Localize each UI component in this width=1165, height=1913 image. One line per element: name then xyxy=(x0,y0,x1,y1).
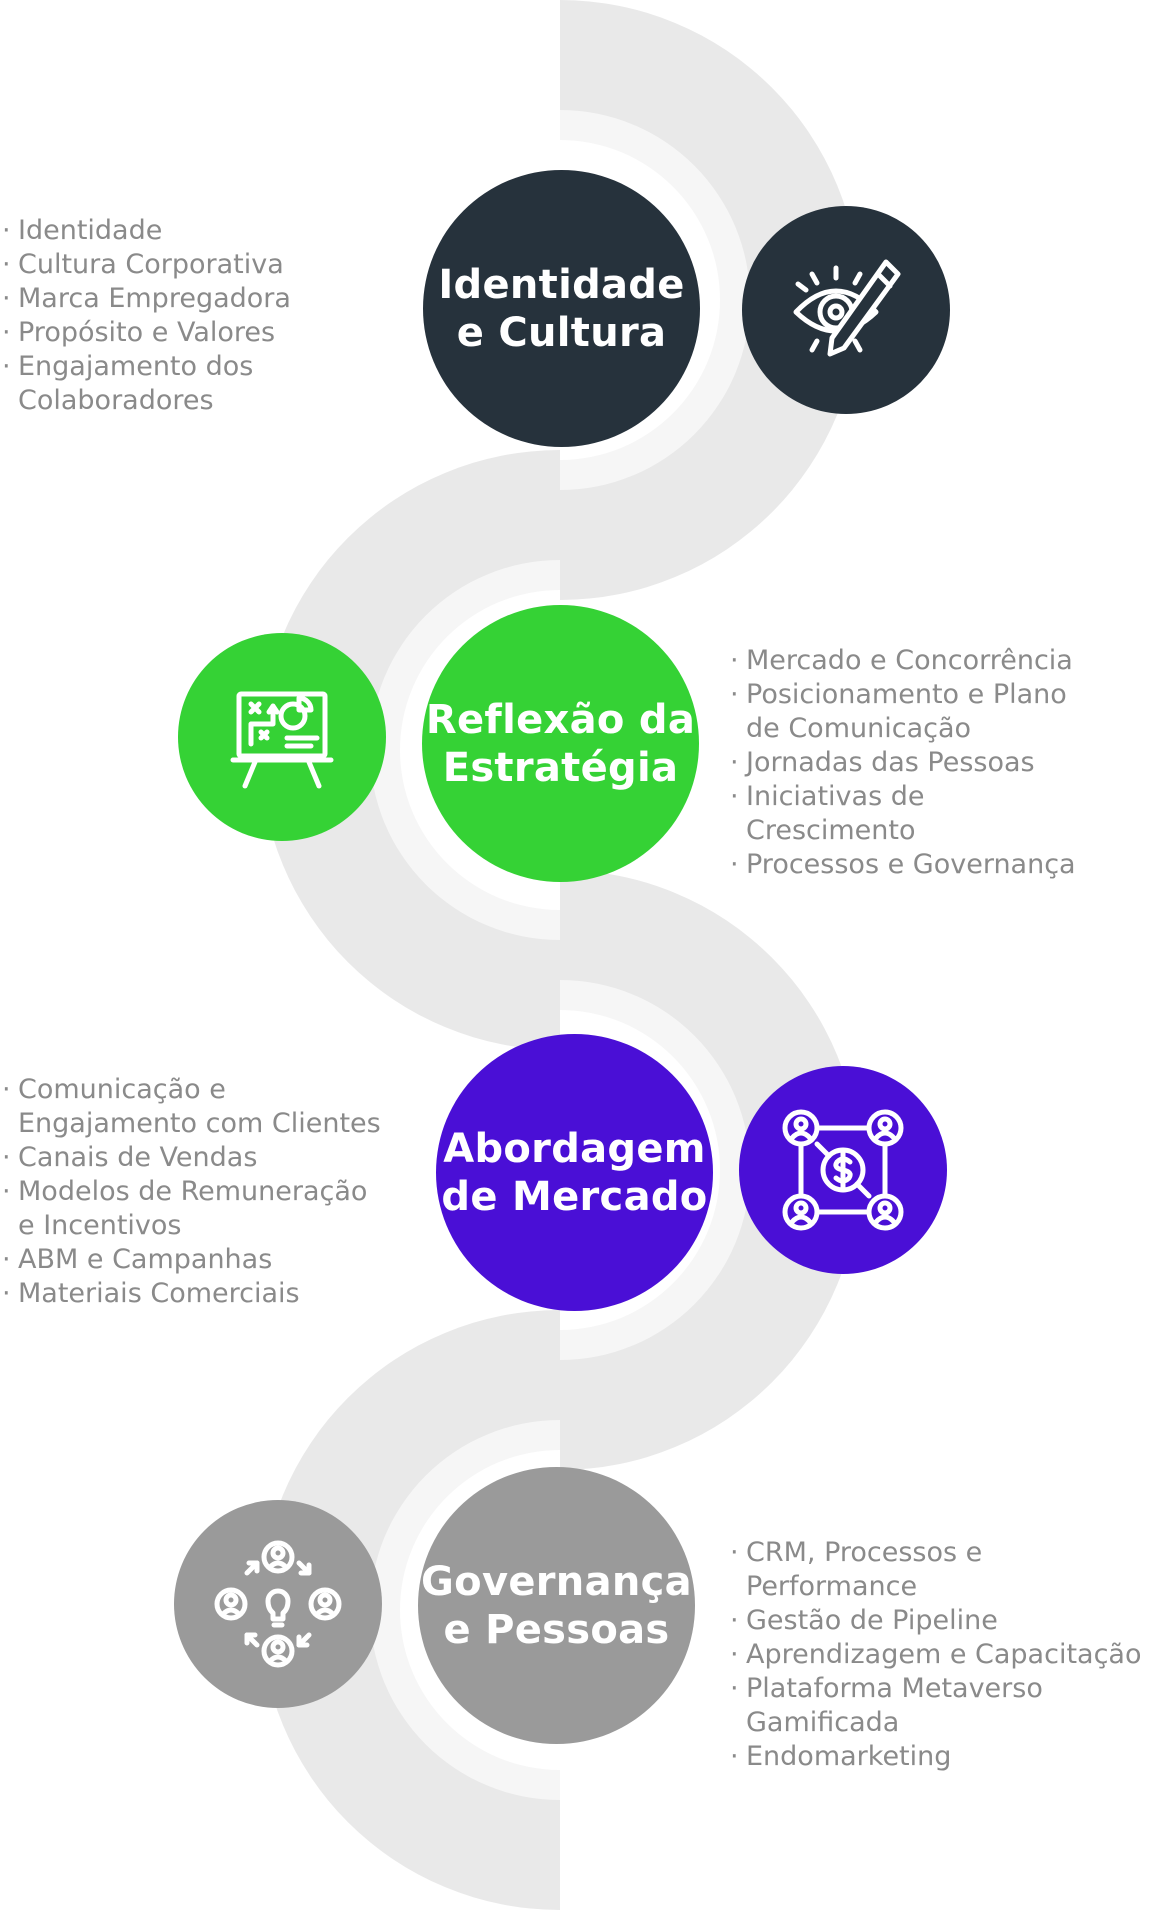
network-money-icon xyxy=(782,1109,904,1231)
band-segment-3 xyxy=(560,870,860,1470)
stage-3-icon-circle xyxy=(739,1066,947,1274)
list-item: Propósito e Valores xyxy=(2,316,332,350)
list-item: ABM e Campanhas xyxy=(2,1243,422,1277)
list-item-continuation: Engajamento com Clientes xyxy=(18,1108,381,1139)
stage-4-icon-circle xyxy=(174,1500,382,1708)
list-item: Cultura Corporativa xyxy=(2,248,332,282)
stage-1-title-line-2: e Cultura xyxy=(456,309,667,356)
list-item-continuation: Gamificada xyxy=(746,1707,900,1738)
stage-4-title-line-2: e Pessoas xyxy=(443,1606,670,1653)
list-item: Endomarketing xyxy=(730,1740,1160,1774)
people-idea-cycle-icon xyxy=(214,1540,342,1668)
stage-1-icon-circle xyxy=(742,206,950,414)
band-segment-4 xyxy=(260,1310,560,1910)
stage-1-bubble: Identidade e Cultura xyxy=(423,170,700,447)
list-item: Marca Empregadora xyxy=(2,282,332,316)
stage-3-title-line-1: Abordagem xyxy=(443,1125,706,1172)
list-item: CRM, Processos e xyxy=(730,1536,1160,1570)
list-item: Engajamento dos xyxy=(2,350,332,384)
eye-pencil-icon xyxy=(793,259,901,357)
list-item-continuation: de Comunicação xyxy=(746,713,972,744)
list-item: Materiais Comerciais xyxy=(2,1277,422,1311)
list-item: Posicionamento e Plano xyxy=(730,678,1160,712)
list-item: Aprendizagem e Capacitação xyxy=(730,1638,1160,1672)
stage-2-title-line-2: Estratégia xyxy=(442,744,679,791)
stage-4-list: CRM, Processos e Performance Gestão de P… xyxy=(730,1536,1160,1774)
stage-4-bubble: Governança e Pessoas xyxy=(418,1467,695,1744)
band-segment-1 xyxy=(560,0,860,600)
stage-4-title-line-1: Governança xyxy=(421,1558,692,1605)
list-item: Iniciativas de xyxy=(730,780,1160,814)
list-item: Identidade xyxy=(2,214,332,248)
list-item-continuation: e Incentivos xyxy=(18,1210,182,1241)
list-item: Plataforma Metaverso xyxy=(730,1672,1160,1706)
stage-1-title-line-1: Identidade xyxy=(438,261,685,308)
stage-2-icon-circle xyxy=(178,633,386,841)
list-item: Comunicação e xyxy=(2,1073,422,1107)
list-item: Processos e Governança xyxy=(730,848,1160,882)
list-item-continuation: Crescimento xyxy=(746,815,916,846)
list-item: Gestão de Pipeline xyxy=(730,1604,1160,1638)
list-item-continuation: Colaboradores xyxy=(18,385,214,416)
list-item: Jornadas das Pessoas xyxy=(730,746,1160,780)
stage-3-bubble: Abordagem de Mercado xyxy=(436,1034,713,1311)
stage-2-title-line-1: Reflexão da xyxy=(425,696,696,743)
strategy-board-icon xyxy=(230,691,334,789)
stage-3-title-line-2: de Mercado xyxy=(441,1173,708,1220)
list-item: Canais de Vendas xyxy=(2,1141,422,1175)
stage-3-list: Comunicação e Engajamento com Clientes C… xyxy=(2,1073,422,1311)
stage-2-list: Mercado e Concorrência Posicionamento e … xyxy=(730,644,1160,882)
stage-1-list: Identidade Cultura Corporativa Marca Emp… xyxy=(2,214,332,418)
stage-2-bubble: Reflexão da Estratégia xyxy=(422,605,699,882)
list-item-continuation: Performance xyxy=(746,1571,918,1602)
band-segment-2 xyxy=(260,450,560,1050)
list-item: Modelos de Remuneração xyxy=(2,1175,422,1209)
list-item: Mercado e Concorrência xyxy=(730,644,1160,678)
